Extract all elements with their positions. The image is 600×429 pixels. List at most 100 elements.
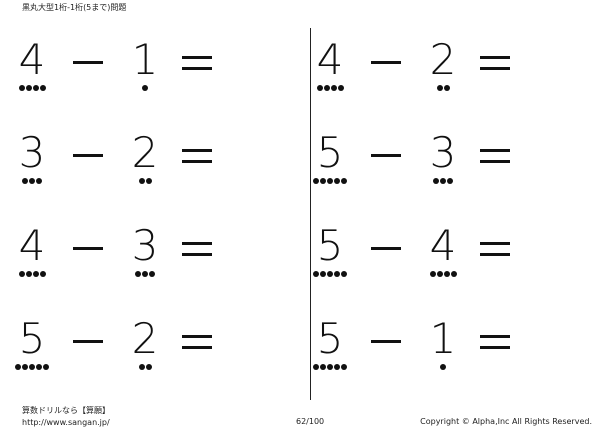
subtrahend-operand: 3 [125, 216, 165, 286]
minuend-dot-group [310, 364, 350, 370]
subtrahend-dot-group [423, 178, 463, 184]
count-dot [36, 178, 42, 184]
count-dot [145, 364, 152, 370]
subtrahend-dot-group [423, 271, 463, 277]
worksheet-title: 黒丸大型1桁-1桁(5まで)問題 [22, 3, 127, 12]
subtrahend-dot-group [125, 364, 165, 370]
subtrahend-digit: 2 [131, 128, 159, 177]
subtrahend-digit: 2 [131, 314, 159, 363]
count-dot [39, 85, 46, 91]
count-dot [36, 364, 42, 370]
equals-sign [182, 240, 212, 258]
footer-url[interactable]: http://www.sangan.jp/ [22, 418, 110, 427]
copyright: Copyright © Alpha,Inc All Rights Reserve… [420, 417, 592, 426]
count-dot [135, 271, 141, 277]
minuend-dot-group [12, 178, 52, 184]
subtrahend-operand: 1 [125, 30, 165, 100]
minuend-digit: 5 [18, 314, 46, 363]
count-dot [316, 85, 323, 91]
subtrahend-dot-group [125, 178, 165, 184]
minus-sign [371, 154, 401, 157]
count-dot [450, 271, 457, 277]
count-dot [138, 364, 145, 370]
minuend-digit: 3 [18, 128, 46, 177]
count-dot [334, 364, 340, 370]
minus-sign [371, 340, 401, 343]
subtrahend-digit: 2 [429, 35, 457, 84]
minuend-digit: 4 [18, 35, 46, 84]
count-dot [327, 178, 333, 184]
count-dot [447, 178, 453, 184]
column-divider [310, 28, 311, 400]
count-dot [337, 85, 344, 91]
count-dot [18, 85, 25, 91]
minus-sign [371, 247, 401, 250]
minuend-digit: 5 [316, 128, 344, 177]
minuend-operand: 5 [310, 309, 350, 379]
subtrahend-digit: 1 [131, 35, 159, 84]
count-dot [436, 85, 443, 91]
count-dot [327, 364, 333, 370]
subtrahend-operand: 2 [423, 30, 463, 100]
count-dot [313, 364, 319, 370]
equals-sign [182, 54, 212, 72]
subtrahend-operand: 3 [423, 123, 463, 193]
minus-sign [73, 61, 103, 64]
minus-sign [371, 61, 401, 64]
minuend-digit: 4 [18, 221, 46, 270]
minuend-operand: 4 [12, 216, 52, 286]
subtrahend-digit: 1 [429, 314, 457, 363]
count-dot [22, 178, 28, 184]
count-dot [323, 85, 330, 91]
subtrahend-dot-group [423, 364, 463, 370]
minuend-dot-group [12, 364, 52, 370]
minuend-operand: 3 [12, 123, 52, 193]
subtrahend-dot-group [423, 85, 463, 91]
count-dot [313, 271, 319, 277]
subtrahend-dot-group [125, 85, 165, 91]
equals-sign [480, 240, 510, 258]
subtrahend-dot-group [125, 271, 165, 277]
minuend-dot-group [12, 271, 52, 277]
count-dot [443, 271, 450, 277]
minuend-operand: 5 [310, 123, 350, 193]
count-dot [433, 178, 439, 184]
subtrahend-operand: 4 [423, 216, 463, 286]
equals-sign [480, 54, 510, 72]
count-dot [32, 85, 39, 91]
count-dot [341, 178, 347, 184]
count-dot [25, 85, 32, 91]
count-dot [142, 271, 148, 277]
count-dot [22, 364, 28, 370]
minuend-digit: 4 [316, 35, 344, 84]
subtrahend-operand: 1 [423, 309, 463, 379]
equals-sign [480, 333, 510, 351]
count-dot [341, 364, 347, 370]
minus-sign [73, 154, 103, 157]
count-dot [440, 364, 446, 370]
count-dot [334, 271, 340, 277]
minuend-dot-group [310, 85, 350, 91]
subtrahend-digit: 3 [429, 128, 457, 177]
count-dot [320, 178, 326, 184]
equals-sign [480, 147, 510, 165]
subtrahend-digit: 3 [131, 221, 159, 270]
count-dot [29, 364, 35, 370]
equals-sign [182, 333, 212, 351]
count-dot [334, 178, 340, 184]
page-number: 62/100 [296, 417, 325, 426]
count-dot [320, 271, 326, 277]
minuend-digit: 5 [316, 314, 344, 363]
count-dot [138, 178, 145, 184]
minuend-operand: 4 [12, 30, 52, 100]
count-dot [25, 271, 32, 277]
minuend-digit: 5 [316, 221, 344, 270]
count-dot [327, 271, 333, 277]
equals-sign [182, 147, 212, 165]
